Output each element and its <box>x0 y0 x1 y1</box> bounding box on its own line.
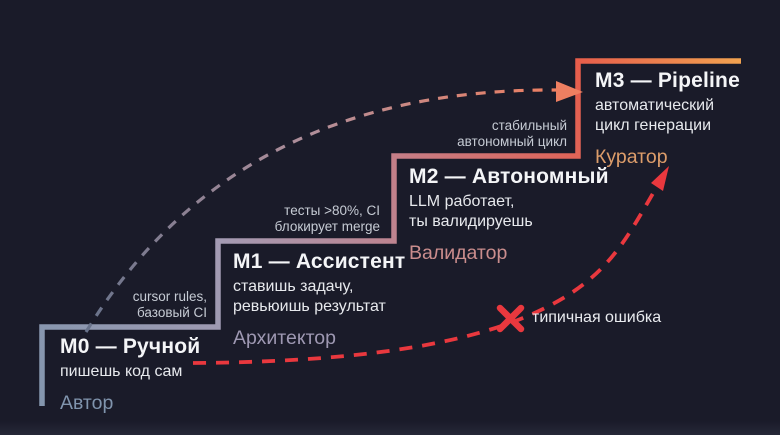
step-m2-title: M2 — Автономный <box>409 165 609 188</box>
step-m0-role: Автор <box>60 392 114 414</box>
step-m3-role: Куратор <box>595 146 668 168</box>
step-m1-role: Архитектор <box>233 327 336 349</box>
step-m1: M1 — Ассистент ставишь задачу, ревьюишь … <box>233 249 405 350</box>
error-arc <box>192 177 664 365</box>
step-m2: M2 — Автономный LLM работает, ты валидир… <box>409 164 609 265</box>
x-mark-icon <box>496 304 525 333</box>
step-m3-desc: автоматический цикл генерации <box>595 97 715 134</box>
step-m2-role: Валидатор <box>409 242 508 264</box>
step-m2-desc: LLM работает, ты валидируешь <box>409 193 533 230</box>
transition-label-m0-m1: cursor rules, базовый CI <box>132 289 207 320</box>
step-m1-title: M1 — Ассистент <box>233 250 406 273</box>
error-arrowhead <box>651 166 669 191</box>
transition-label-m1-m2: тесты >80%, CI блокирует merge <box>274 203 380 234</box>
step-m3-title: M3 — Pipeline <box>595 69 740 92</box>
step-m0-desc: пишешь код сам <box>60 363 183 380</box>
transition-label-m2-m3: стабильный автономный цикл <box>457 118 567 149</box>
step-m0: M0 — Ручной пишешь код сам Автор <box>60 334 200 415</box>
step-m0-title: M0 — Ручной <box>60 335 201 358</box>
progression-arrowhead <box>556 81 583 102</box>
error-label: типичная ошибка <box>532 309 662 326</box>
step-m3: M3 — Pipeline автоматический цикл генера… <box>595 68 740 169</box>
step-m1-desc: ставишь задачу, ревьюишь результат <box>233 278 386 315</box>
progression-arc <box>84 88 557 333</box>
